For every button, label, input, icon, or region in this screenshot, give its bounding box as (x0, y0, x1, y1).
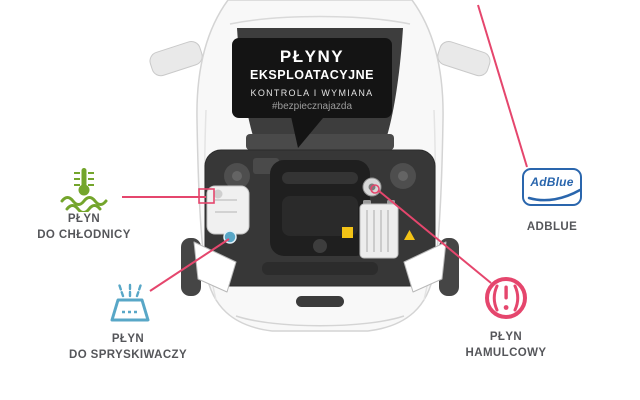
brake-label: PŁYN HAMULCOWY (416, 330, 596, 361)
headlight-right (403, 241, 447, 293)
bubble-subtitle: KONTROLA I WYMIANA (250, 87, 374, 98)
coolant-reservoir (206, 185, 250, 235)
engine-block (270, 160, 370, 256)
speech-bubble-tail (290, 112, 328, 148)
coolant-label-line2: DO CHŁODNICY (37, 228, 131, 241)
coolant-label-line1: PŁYN (67, 213, 101, 225)
warning-sticker (342, 227, 353, 238)
brake-label-line1: PŁYN (489, 331, 523, 343)
connector-adblue (477, 4, 528, 168)
washer-label-line1: PŁYN (111, 333, 145, 345)
bubble-hashtag: #bezpiecznajazda (271, 100, 353, 112)
washer-label-line2: DO SPRYSKIWACZY (68, 348, 188, 361)
connector-brake (378, 190, 492, 284)
right-mirror-icon (437, 41, 491, 77)
washer-label: PŁYN DO SPRYSKIWACZY (38, 332, 218, 363)
windshield-washer-icon (110, 281, 150, 322)
cowl-panel (246, 134, 394, 150)
bumper-line (235, 315, 405, 327)
connector-washer (149, 238, 230, 292)
adblue-label-line1: ADBLUE (526, 221, 578, 233)
brake-label-line2: HAMULCOWY (465, 346, 547, 359)
adblue-label: ADBLUE (462, 220, 640, 236)
connector-lines (122, 4, 528, 292)
connector-coolant-marker (198, 188, 215, 204)
bubble-title-line2: EKSPLOATACYJNE (250, 67, 374, 82)
adblue-swoosh-icon (527, 188, 582, 202)
left-mirror-icon (149, 41, 203, 77)
brake-warning-icon (485, 277, 527, 319)
warning-triangle-icon (404, 230, 415, 240)
engine-bay (204, 149, 436, 287)
bubble-title-line1: PŁYNY (279, 46, 345, 66)
battery (359, 200, 399, 259)
adblue-logo-text: AdBlue (530, 175, 574, 189)
roof-line (229, 15, 411, 25)
coolant-label: PŁYN DO CHŁODNICY (0, 212, 174, 243)
connector-brake-marker (370, 184, 380, 194)
coolant-temperature-icon (60, 168, 108, 212)
front-grille (296, 296, 344, 307)
speech-bubble: PŁYNY EKSPLOATACYJNE KONTROLA I WYMIANA … (232, 38, 392, 118)
adblue-logo: AdBlue (522, 168, 582, 206)
